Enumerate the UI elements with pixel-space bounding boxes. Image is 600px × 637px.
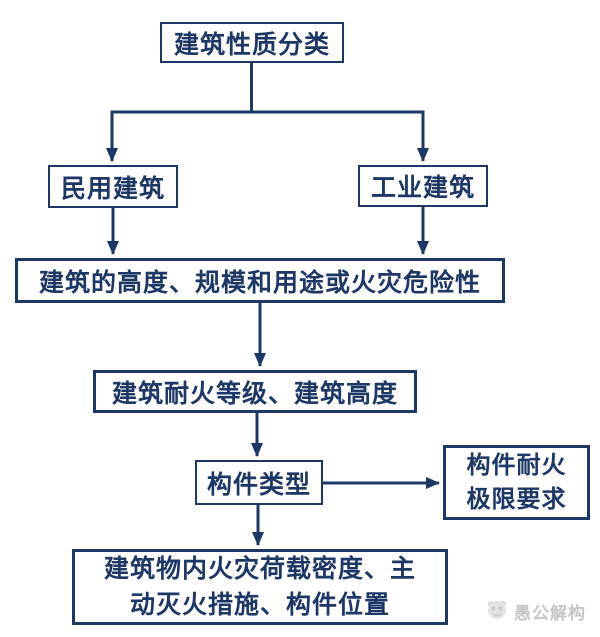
watermark-text: 愚公解构 (514, 604, 586, 623)
node-height-scale-use-hazard: 建筑的高度、规模和用途或火灾危险性 (15, 258, 505, 303)
watermark-logo-icon (484, 596, 510, 627)
fire-limit-line1: 构件耐火 (466, 451, 567, 479)
node-civil-building: 民用建筑 (48, 165, 178, 208)
fire-load-line2: 动灭火措施、构件位置 (129, 591, 390, 619)
node-component-fire-limit-requirement: 构件耐火 极限要求 (443, 445, 590, 520)
fire-load-line1: 建筑物内火灾荷载密度、主 (103, 555, 416, 583)
node-fire-resistance-grade-height: 建筑耐火等级、建筑高度 (93, 370, 417, 413)
fire-limit-line2: 极限要求 (466, 485, 567, 513)
node-building-classification: 建筑性质分类 (160, 22, 344, 63)
node-component-type: 构件类型 (195, 460, 323, 505)
node-fire-load-density-measures-position: 建筑物内火灾荷载密度、主 动灭火措施、构件位置 (72, 549, 448, 625)
node-industrial-building: 工业建筑 (358, 165, 488, 207)
watermark: 愚公解构 (484, 596, 586, 627)
